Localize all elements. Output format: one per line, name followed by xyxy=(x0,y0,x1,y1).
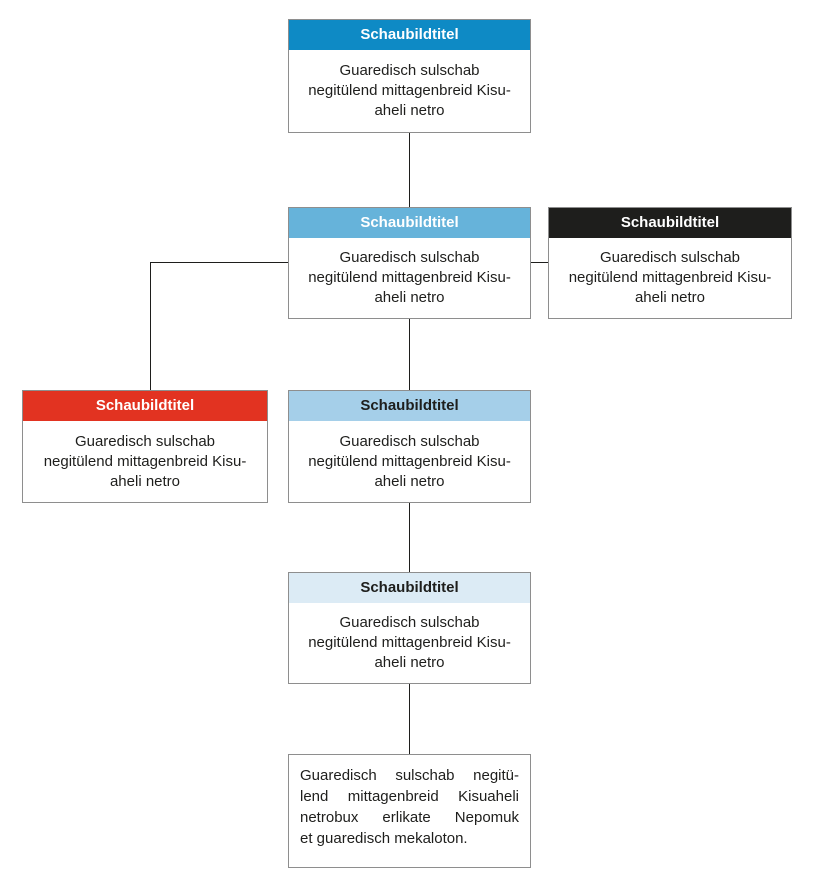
flow-box-level3-left: Schaubildtitel Guaredisch sulschab negit… xyxy=(22,390,268,503)
flow-box-level4-center-body: Guaredisch sulschab negitülend mittagenb… xyxy=(308,614,511,671)
flow-box-level3-center-body: Guaredisch sulschab negitülend mittagenb… xyxy=(308,432,511,490)
flow-box-level3-center-header: Schaubildtitel xyxy=(289,391,530,421)
connector-top-to-level2 xyxy=(409,133,410,207)
flow-box-level3-left-body: Guaredisch sulschab negitülend mittagenb… xyxy=(43,432,247,490)
connector-left-elbow-down xyxy=(150,262,151,390)
bottom-text-line: et guaredisch mekaloton. xyxy=(300,830,468,847)
flow-box-level2-right: Schaubildtitel Guaredisch sulschab negit… xyxy=(548,207,792,319)
flow-box-bottom: Guaredisch sulschab negitü- lend mittage… xyxy=(288,754,531,868)
flow-box-level2-center-header: Schaubildtitel xyxy=(289,208,530,238)
connector-level2-to-right xyxy=(531,262,548,263)
connector-level2-to-left-elbow xyxy=(150,262,288,263)
flow-box-level2-right-body: Guaredisch sulschab negitülend mittagenb… xyxy=(568,249,772,306)
flow-box-level2-center-body: Guaredisch sulschab negitülend mittagenb… xyxy=(308,249,511,306)
connector-level3-to-level4 xyxy=(409,503,410,572)
flow-box-top: Schaubildtitel Guaredisch sulschab negit… xyxy=(288,19,531,133)
flow-box-top-header: Schaubildtitel xyxy=(289,20,530,50)
connector-level2-to-level3 xyxy=(409,319,410,390)
bottom-text-line: lend mittagenbreid Kisuaheli xyxy=(300,788,519,805)
flow-box-bottom-body: Guaredisch sulschab negitü- lend mittage… xyxy=(289,755,530,867)
flow-box-level2-center: Schaubildtitel Guaredisch sulschab negit… xyxy=(288,207,531,319)
flow-box-level2-right-header: Schaubildtitel xyxy=(549,208,791,238)
connector-level4-to-bottom xyxy=(409,684,410,754)
flow-box-level4-center: Schaubildtitel Guaredisch sulschab negit… xyxy=(288,572,531,684)
flow-box-top-body: Guaredisch sulschab negitülend mittagenb… xyxy=(308,62,511,119)
flow-box-level3-center: Schaubildtitel Guaredisch sulschab negit… xyxy=(288,390,531,503)
flow-box-level3-left-header: Schaubildtitel xyxy=(23,391,267,421)
bottom-text-line: netrobux erlikate Nepomuk xyxy=(300,809,519,826)
flow-box-level4-center-header: Schaubildtitel xyxy=(289,573,530,603)
bottom-text-line: Guaredisch sulschab negitü- xyxy=(300,767,519,784)
